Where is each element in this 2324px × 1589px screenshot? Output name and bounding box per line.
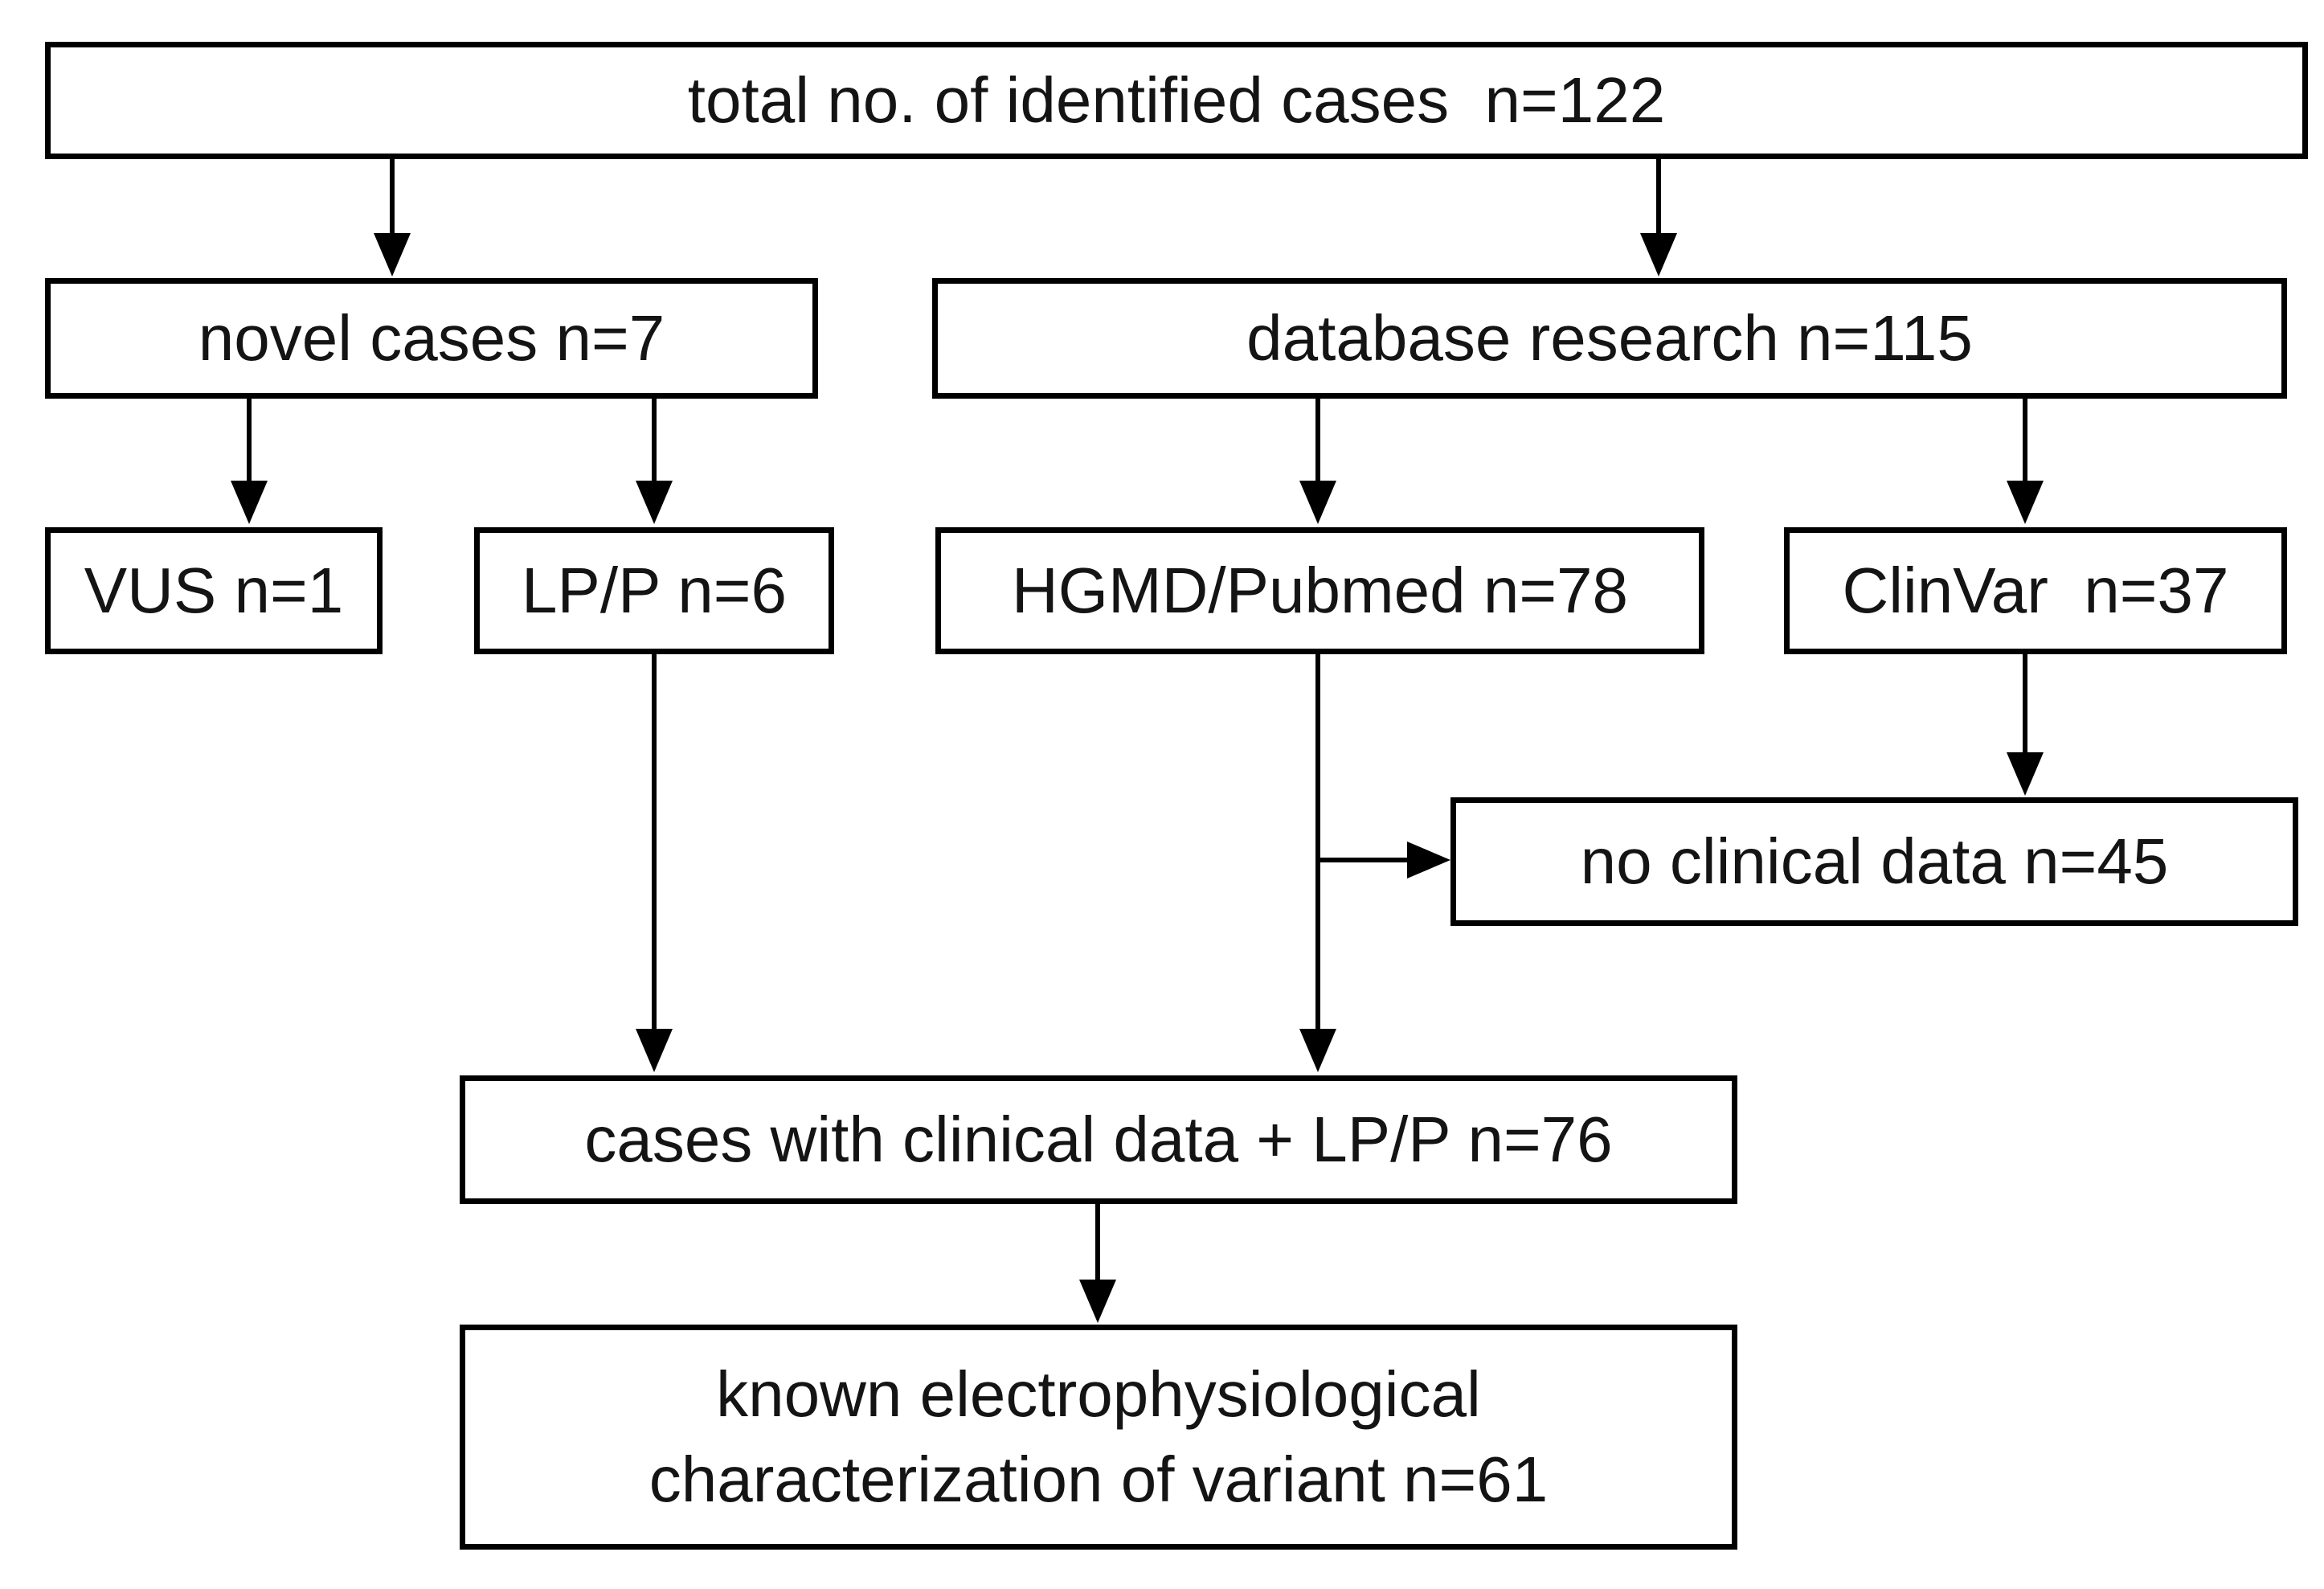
edge-database-to-clinvar-line: [2023, 399, 2027, 482]
edge-database-to-clinvar-arrowhead-icon: [2007, 481, 2044, 524]
edge-novel-to-vus-arrowhead-icon: [231, 481, 268, 524]
node-total-identified-cases: total no. of identified cases n=122: [45, 42, 2308, 159]
edge-hgmd-to-clinlpp-arrowhead-icon: [1299, 1029, 1336, 1072]
node-novel-cases: novel cases n=7: [45, 278, 818, 399]
edge-lpp-to-clinlpp-line: [652, 654, 657, 1032]
edge-clinvar-to-noclinical-line: [2023, 654, 2027, 756]
node-lp-p: LP/P n=6: [474, 527, 834, 654]
node-known-electrophysiological: known electrophysiological characterizat…: [460, 1325, 1737, 1550]
node-clinvar: ClinVar n=37: [1784, 527, 2287, 654]
node-hgmd-pubmed: HGMD/Pubmed n=78: [935, 527, 1704, 654]
edge-database-to-hgmd-arrowhead-icon: [1299, 481, 1336, 524]
edge-hgmd-to-noclinical-line: [1318, 858, 1410, 862]
edge-novel-to-lpp-arrowhead-icon: [636, 481, 673, 524]
node-database-research: database research n=115: [932, 278, 2287, 399]
edge-total-to-database-line: [1656, 159, 1661, 236]
node-cases-with-clinical-data-lpp: cases with clinical data + LP/P n=76: [460, 1075, 1737, 1204]
edge-clinlpp-to-knownep-arrowhead-icon: [1079, 1280, 1116, 1323]
edge-novel-to-vus-line: [247, 399, 252, 482]
edge-database-to-hgmd-line: [1315, 399, 1320, 482]
node-vus: VUS n=1: [45, 527, 383, 654]
edge-hgmd-to-clinlpp-line: [1315, 654, 1320, 1032]
edge-novel-to-lpp-line: [652, 399, 657, 482]
node-no-clinical-data: no clinical data n=45: [1450, 797, 2298, 926]
edge-total-to-novel-arrowhead-icon: [374, 233, 411, 276]
edge-hgmd-to-noclinical-arrowhead-icon: [1407, 842, 1450, 878]
edge-clinlpp-to-knownep-line: [1095, 1204, 1100, 1283]
edge-total-to-database-arrowhead-icon: [1640, 233, 1677, 276]
edge-total-to-novel-line: [390, 159, 395, 236]
edge-lpp-to-clinlpp-arrowhead-icon: [636, 1029, 673, 1072]
edge-clinvar-to-noclinical-arrowhead-icon: [2007, 752, 2044, 796]
